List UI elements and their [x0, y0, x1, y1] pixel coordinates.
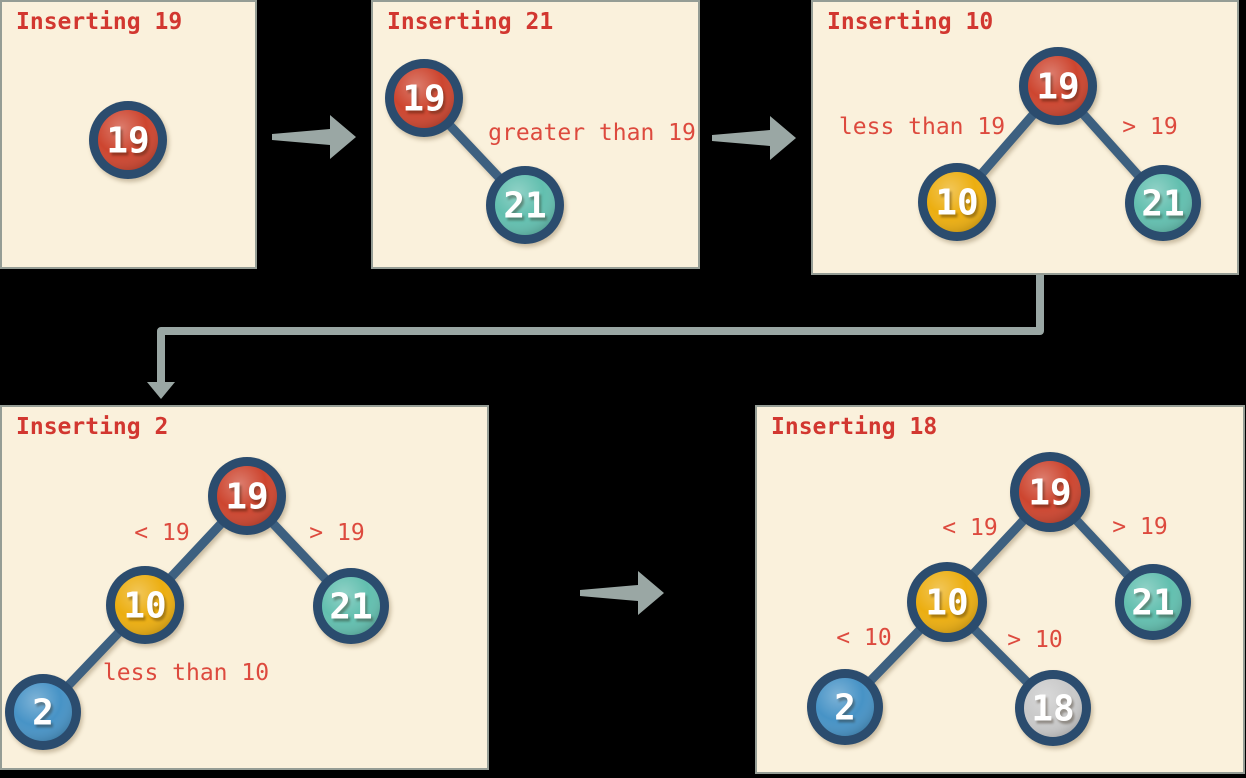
tree-node-19: 19	[1019, 47, 1097, 125]
panel-inserting-2: Inserting 2 19 10	[0, 405, 489, 770]
node-value: 21	[329, 587, 372, 628]
tree-node-21: 21	[313, 568, 389, 644]
tree-node-21: 21	[1115, 564, 1191, 640]
elbow-connector	[157, 274, 1044, 383]
tree-canvas: 19 21 greater than 19	[385, 59, 696, 244]
tree-node-19: 19	[1010, 452, 1090, 532]
tree-node-21: 21	[486, 166, 564, 244]
panel-inserting-21: Inserting 21 19 21 greater than 19	[371, 0, 700, 269]
edge-label: less than 10	[103, 660, 269, 686]
node-value: 10	[935, 183, 978, 224]
node-shade	[394, 68, 454, 128]
node-shade	[115, 575, 175, 635]
edge-label: greater than 19	[488, 120, 696, 146]
arrow-right-icon	[580, 571, 664, 615]
arrow-right-icon	[712, 116, 796, 160]
tree-canvas: 19 10 21 2	[807, 452, 1191, 746]
node-value: 19	[402, 79, 445, 120]
panel-title: Inserting 10	[827, 9, 994, 35]
node-value: 21	[1131, 583, 1174, 624]
node-value: 2	[32, 693, 54, 734]
node-value: 21	[503, 186, 546, 227]
tree-node-19: 19	[385, 59, 463, 137]
node-shade	[14, 683, 72, 741]
edge-label: > 19	[309, 520, 364, 546]
tree-node-2: 2	[807, 669, 883, 745]
node-shade	[1024, 679, 1082, 737]
tree-node-21: 21	[1125, 165, 1201, 241]
node-value: 21	[1141, 184, 1184, 225]
tree-node-19: 19	[208, 457, 286, 535]
node-shade	[495, 175, 555, 235]
node-value: 19	[225, 477, 268, 518]
tree-node-2: 2	[5, 674, 81, 750]
node-shade	[1028, 56, 1088, 116]
arrow-right-icon	[272, 115, 356, 159]
node-value: 10	[925, 583, 968, 624]
node-shade	[816, 678, 874, 736]
node-value: 19	[1036, 67, 1079, 108]
node-shade	[217, 466, 277, 526]
node-shade	[927, 172, 987, 232]
arrow-down-icon	[147, 382, 175, 399]
tree-node-10: 10	[907, 562, 987, 642]
edge-label: < 19	[134, 520, 189, 546]
tree-canvas: 19 10 21 2	[5, 457, 389, 750]
node-value: 18	[1031, 689, 1074, 730]
panel-inserting-18: Inserting 18 19 10	[755, 405, 1245, 774]
node-shade	[1019, 461, 1081, 523]
tree-node-18: 18	[1015, 670, 1091, 746]
tree-canvas: 19	[89, 101, 167, 179]
panel-title: Inserting 21	[387, 9, 554, 35]
panel-title: Inserting 18	[771, 414, 938, 440]
node-value: 19	[106, 121, 149, 162]
node-shade	[1124, 573, 1182, 631]
panel-title: Inserting 2	[16, 414, 169, 440]
panel-inserting-19: Inserting 19 19	[0, 0, 257, 269]
node-value: 10	[123, 586, 166, 627]
tree-node-10: 10	[106, 566, 184, 644]
edge-label: > 19	[1112, 514, 1167, 540]
panel-inserting-10: Inserting 10 19 10	[811, 0, 1239, 275]
node-shade	[1134, 174, 1192, 232]
edge-label: < 10	[836, 625, 891, 651]
edge-label: > 19	[1122, 114, 1177, 140]
node-value: 19	[1028, 473, 1071, 514]
edge-label: < 19	[942, 515, 997, 541]
edge-label: > 10	[1007, 627, 1062, 653]
edge-label: less than 19	[839, 114, 1005, 140]
tree-canvas: 19 10 21 less than 19 > 19	[839, 47, 1201, 241]
tree-node-10: 10	[918, 163, 996, 241]
node-shade	[98, 110, 158, 170]
tree-node-19: 19	[89, 101, 167, 179]
node-shade	[916, 571, 978, 633]
node-value: 2	[834, 688, 856, 729]
node-shade	[322, 577, 380, 635]
panel-title: Inserting 19	[16, 9, 183, 35]
